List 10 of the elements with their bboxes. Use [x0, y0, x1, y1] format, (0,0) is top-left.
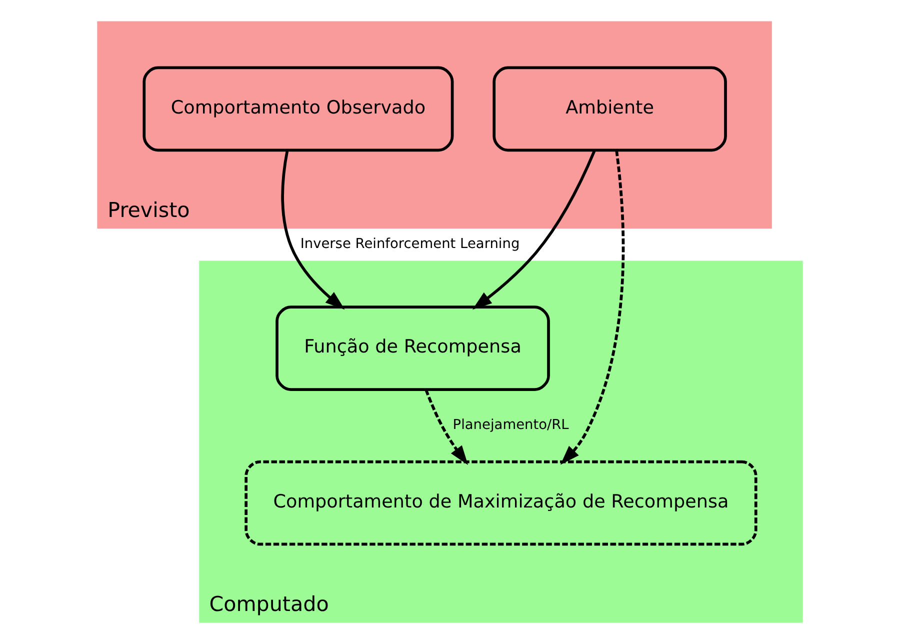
node-box: Função de Recompensa	[275, 306, 550, 392]
node-box: Comportamento Observado	[142, 66, 454, 152]
edge-label: Inverse Reinforcement Learning	[300, 236, 520, 252]
edge-label: Planejamento/RL	[452, 417, 568, 434]
arrow	[424, 389, 468, 465]
arrow	[280, 150, 344, 310]
arrow	[560, 150, 624, 465]
arrow	[472, 150, 596, 310]
node-box: Comportamento de Maximização de Recompensa	[244, 460, 757, 546]
node-box: Ambiente	[492, 66, 726, 152]
